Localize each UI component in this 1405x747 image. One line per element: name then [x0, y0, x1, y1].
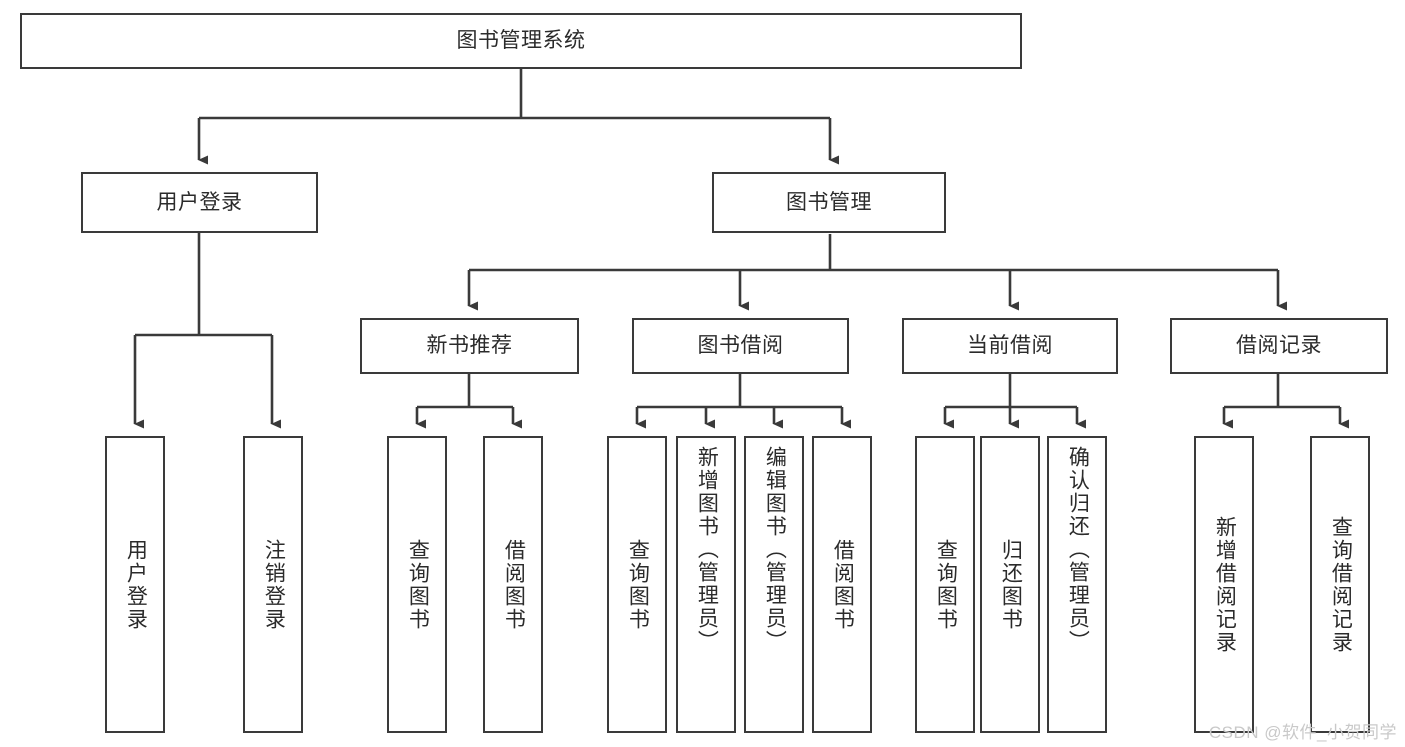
leaf-current-borrow-confirm-return-admin[interactable]: 确认归还（管理员） [1047, 436, 1107, 733]
node-label: 借阅图书 [502, 538, 526, 631]
node-book-management[interactable]: 图书管理 [712, 172, 946, 233]
node-label: 图书借阅 [697, 334, 784, 358]
leaf-book-borrow-edit-book-admin[interactable]: 编辑图书（管理员） [744, 436, 804, 733]
leaf-user-login[interactable]: 用户登录 [105, 436, 165, 733]
leaf-book-borrow-query-book[interactable]: 查询图书 [607, 436, 667, 733]
node-label: 借阅记录 [1236, 334, 1322, 358]
node-label: 查询图书 [934, 538, 958, 631]
node-label: 注销登录 [262, 538, 286, 631]
leaf-borrow-record-add-record[interactable]: 新增借阅记录 [1194, 436, 1254, 733]
node-label: 查询图书 [626, 538, 650, 631]
node-label: 用户登录 [156, 190, 243, 214]
leaf-user-logout[interactable]: 注销登录 [243, 436, 303, 733]
node-label: 借阅图书 [831, 538, 855, 631]
node-user-login[interactable]: 用户登录 [81, 172, 318, 233]
node-book-borrow[interactable]: 图书借阅 [632, 318, 849, 374]
csdn-watermark: CSDN @软件_小贺同学 [1208, 723, 1397, 742]
node-root-book-management-system[interactable]: 图书管理系统 [20, 13, 1022, 69]
node-label: 查询借阅记录 [1329, 515, 1353, 654]
node-label: 查询图书 [406, 538, 430, 631]
leaf-current-borrow-return-book[interactable]: 归还图书 [980, 436, 1040, 733]
leaf-borrow-record-query-record[interactable]: 查询借阅记录 [1310, 436, 1370, 733]
node-current-borrow[interactable]: 当前借阅 [902, 318, 1118, 374]
node-label: 编辑图书（管理员） [763, 446, 787, 653]
node-label: 新书推荐 [426, 334, 513, 358]
node-label: 新增借阅记录 [1213, 515, 1237, 654]
leaf-book-borrow-add-book-admin[interactable]: 新增图书（管理员） [676, 436, 736, 733]
leaf-book-borrow-borrow-book[interactable]: 借阅图书 [812, 436, 872, 733]
leaf-current-borrow-query-book[interactable]: 查询图书 [915, 436, 975, 733]
node-label: 用户登录 [124, 538, 148, 631]
node-label: 图书管理 [786, 190, 872, 214]
leaf-new-book-borrow-book[interactable]: 借阅图书 [483, 436, 543, 733]
node-label: 归还图书 [999, 538, 1023, 631]
node-borrow-record[interactable]: 借阅记录 [1170, 318, 1388, 374]
node-label: 当前借阅 [967, 334, 1053, 358]
node-label: 图书管理系统 [456, 29, 586, 53]
leaf-new-book-query-book[interactable]: 查询图书 [387, 436, 447, 733]
node-new-book-recommend[interactable]: 新书推荐 [360, 318, 579, 374]
node-label: 确认归还（管理员） [1066, 446, 1090, 653]
node-label: 新增图书（管理员） [695, 446, 719, 653]
